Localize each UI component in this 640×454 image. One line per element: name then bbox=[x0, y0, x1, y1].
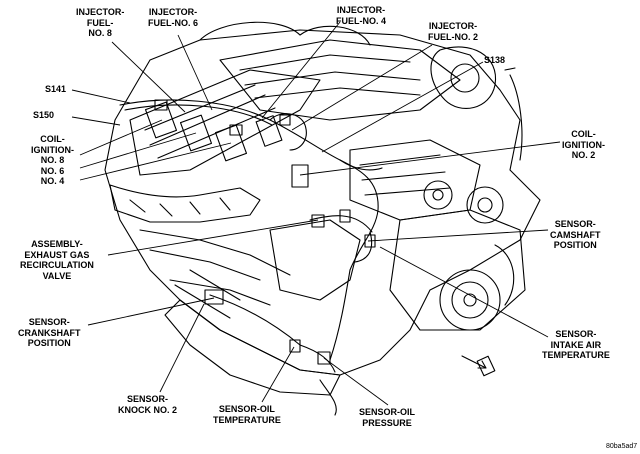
label-injector-fuel-no6: INJECTOR- FUEL-NO. 6 bbox=[148, 7, 199, 28]
leader-egr bbox=[107, 219, 319, 256]
leader-coil-no8 bbox=[79, 119, 163, 156]
intake-manifold bbox=[219, 39, 461, 121]
label-sensor-oil-temperature: SENSOR-OIL TEMPERATURE bbox=[213, 404, 281, 425]
label-sensor-crankshaft-position: SENSOR- CRANKSHAFT POSITION bbox=[18, 317, 81, 348]
leader-injector-no8 bbox=[111, 41, 186, 113]
label-sensor-oil-pressure: SENSOR-OIL PRESSURE bbox=[359, 407, 416, 428]
idler-pulley bbox=[466, 186, 504, 224]
throttle-body bbox=[430, 46, 497, 109]
label-injector-fuel-no8: INJECTOR- FUEL- NO. 8 bbox=[76, 7, 125, 38]
leader-oil-temp bbox=[261, 346, 295, 403]
leader-s150 bbox=[71, 116, 121, 126]
tensioner-pulley bbox=[423, 180, 453, 210]
leader-coil-no2 bbox=[299, 141, 561, 176]
leader-s138 bbox=[321, 61, 484, 153]
oil-pan bbox=[164, 299, 341, 396]
label-s138: S138 bbox=[484, 55, 506, 65]
leader-camshaft bbox=[367, 229, 549, 242]
leader-coil-no6 bbox=[79, 132, 197, 169]
label-sensor-camshaft-position: SENSOR- CAMSHAFT POSITION bbox=[550, 219, 601, 250]
label-sensor-knock-no2: SENSOR- KNOCK NO. 2 bbox=[118, 394, 178, 415]
label-coil-ignition-no8-no6-no4: COIL- IGNITION- NO. 8 NO. 6 NO. 4 bbox=[31, 134, 74, 186]
label-s141: S141 bbox=[45, 84, 67, 94]
leader-knock bbox=[159, 303, 205, 393]
leader-coil-no4 bbox=[79, 142, 232, 181]
exhaust-manifold bbox=[109, 184, 261, 223]
leader-oil-pressure bbox=[323, 357, 389, 406]
wiring-harness bbox=[119, 99, 379, 361]
leader-crankshaft bbox=[87, 297, 215, 326]
label-s150: S150 bbox=[33, 110, 55, 120]
front-arrow-icon bbox=[461, 355, 487, 369]
leader-injector-no6 bbox=[177, 34, 213, 111]
crank-pulley bbox=[439, 269, 501, 331]
figure-id: 80ba5ad7 bbox=[606, 443, 638, 450]
dipstick-tube bbox=[504, 67, 523, 161]
leader-injector-no2 bbox=[291, 44, 433, 131]
engine-outline bbox=[104, 29, 541, 376]
label-sensor-intake-air-temperature: SENSOR- INTAKE AIR TEMPERATURE bbox=[542, 329, 610, 360]
timing-cover bbox=[389, 209, 526, 331]
leader-injector-no4 bbox=[261, 21, 341, 119]
leader-intake-air bbox=[379, 246, 549, 338]
label-coil-ignition-no2: COIL- IGNITION- NO. 2 bbox=[562, 129, 605, 160]
label-injector-fuel-no2: INJECTOR- FUEL-NO. 2 bbox=[428, 21, 479, 42]
valve-cover-left bbox=[129, 69, 321, 176]
leader-s141 bbox=[71, 89, 131, 104]
label-egr-valve: ASSEMBLY- EXHAUST GAS RECIRCULATION VALV… bbox=[20, 239, 94, 281]
label-injector-fuel-no4: INJECTOR- FUEL-NO. 4 bbox=[336, 5, 387, 26]
connector bbox=[154, 99, 168, 111]
